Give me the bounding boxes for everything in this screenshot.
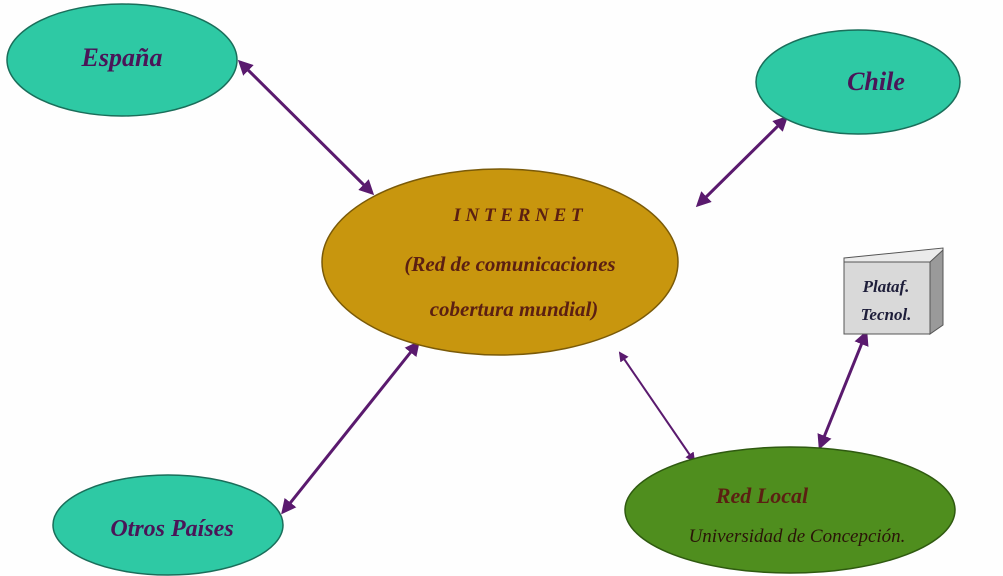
espana-ellipse <box>6 3 238 117</box>
red-local-title: Red Local <box>715 483 809 508</box>
node-plataforma: Plataf. Tecnol. <box>843 247 944 335</box>
plataforma-box-front <box>843 261 931 335</box>
plataforma-line1: Plataf. <box>862 277 910 296</box>
chile-label: Chile <box>847 67 905 96</box>
otros-ellipse <box>52 474 284 576</box>
connectors <box>237 59 869 515</box>
red-local-ellipse <box>624 446 956 574</box>
arrow-espana-internet <box>237 59 375 196</box>
node-espana: España <box>6 3 238 117</box>
internet-ellipse <box>321 168 679 356</box>
arrow-internet-redlocal <box>618 351 696 463</box>
otros-label: Otros Países <box>110 516 233 542</box>
plataforma-box-side <box>929 248 944 335</box>
chile-ellipse <box>755 29 961 135</box>
internet-line2: cobertura mundial) <box>430 297 599 321</box>
internet-title: I N T E R N E T <box>452 205 584 226</box>
node-otros-paises: Otros Países <box>52 474 284 576</box>
arrow-otros-internet <box>281 340 420 515</box>
plataforma-line2: Tecnol. <box>861 305 912 324</box>
node-chile: Chile <box>755 29 961 135</box>
arrow-plataforma-redlocal <box>817 330 869 450</box>
espana-label: España <box>81 43 163 72</box>
internet-line1: (Red de comunicaciones <box>404 252 615 276</box>
arrow-chile-internet <box>695 115 789 208</box>
red-local-subtitle: Universidad de Concepción. <box>689 526 906 547</box>
node-internet: I N T E R N E T (Red de comunicaciones c… <box>321 168 679 356</box>
node-red-local: Red Local Universidad de Concepción. <box>624 446 956 574</box>
